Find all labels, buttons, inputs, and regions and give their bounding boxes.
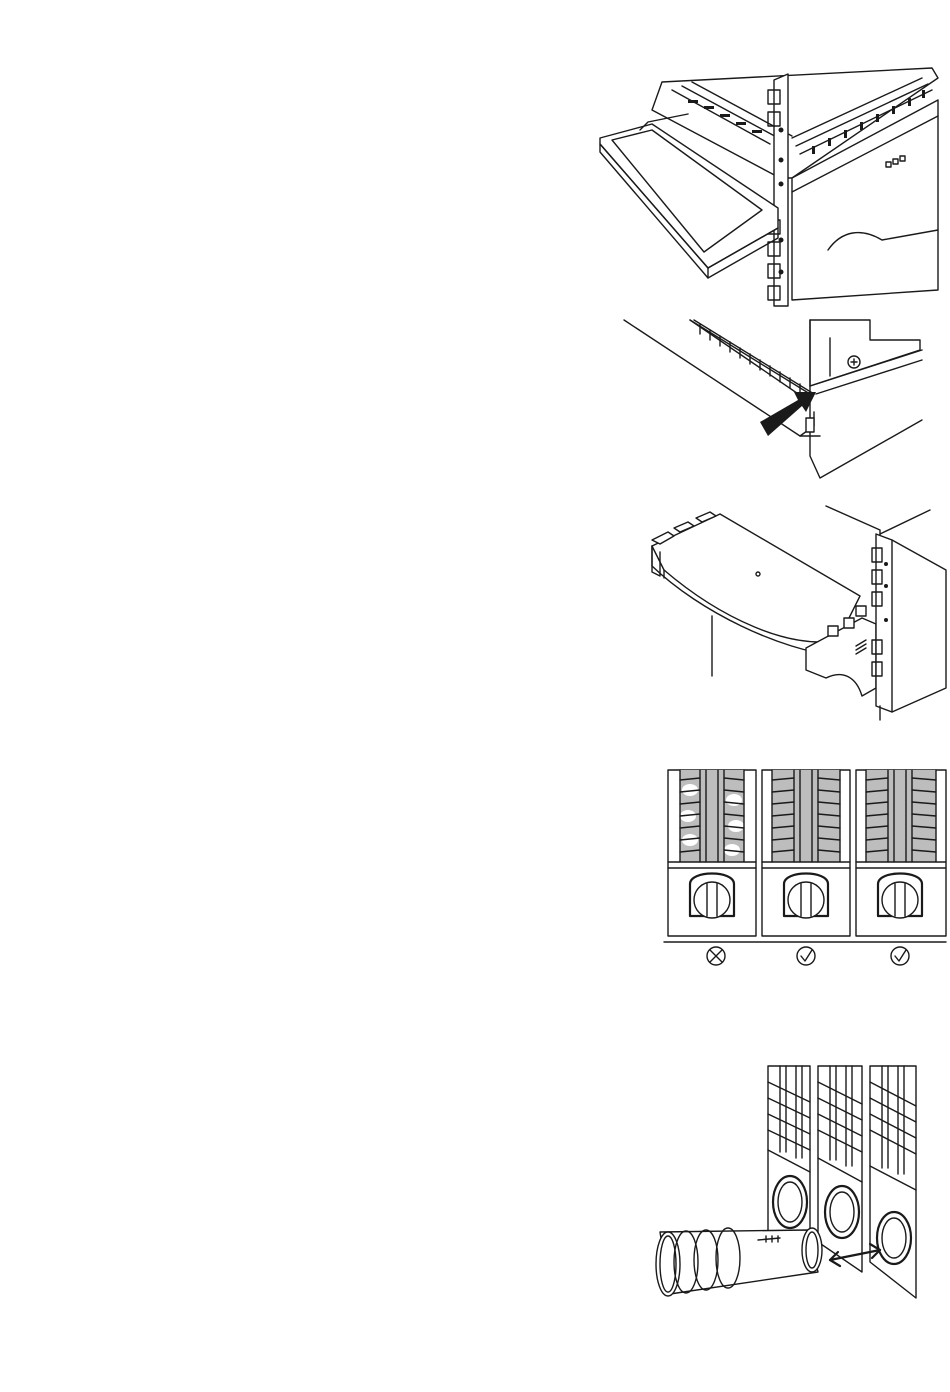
- coil-panel: [668, 770, 756, 936]
- coil-panel: [856, 770, 946, 936]
- cross-circle-icon: [707, 947, 725, 965]
- check-circle-icon: [891, 947, 909, 965]
- shelf-icon: [652, 512, 876, 696]
- tube-alignment-illustration: [630, 1062, 950, 1314]
- coil-panel: [762, 770, 850, 936]
- check-circle-icon: [797, 947, 815, 965]
- tube-icon: [656, 1228, 822, 1296]
- tray-removal-illustration: [592, 60, 948, 310]
- coil-placement-illustration: [660, 766, 950, 970]
- shelf-install-illustration: [630, 500, 950, 722]
- push-arrow-illustration: [620, 316, 950, 480]
